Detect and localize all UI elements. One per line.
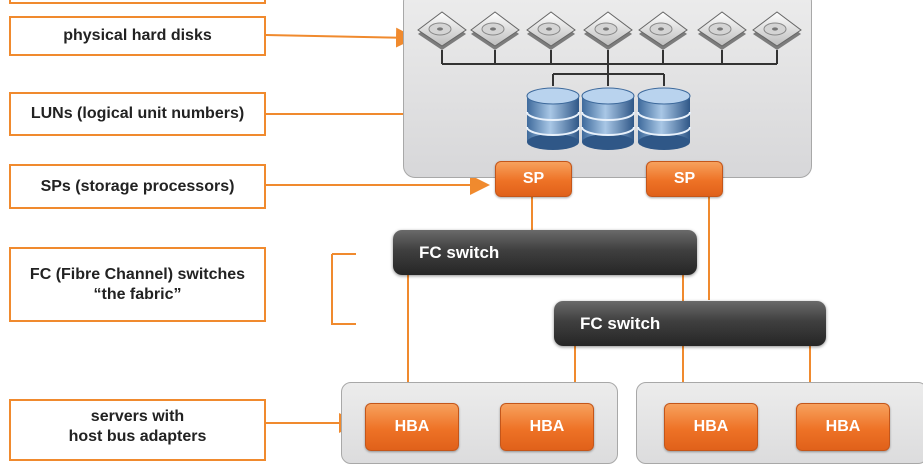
arrow-disks: [265, 27, 416, 48]
label-servers-line2: host bus adapters: [68, 428, 207, 445]
hard-disk-icon: [638, 11, 688, 50]
label-servers-line1: servers with: [90, 408, 185, 425]
storage-processor-1: SP: [495, 161, 572, 197]
hard-disk-icon: [526, 11, 576, 50]
storage-processor-2: SP: [646, 161, 723, 197]
hba-1: HBA: [365, 403, 459, 451]
label-physical-hard-disks-text: physical hard disks: [63, 27, 212, 44]
label-fc-switches-line1: FC (Fibre Channel) switches: [29, 265, 246, 283]
label-fc-switches: FC (Fibre Channel) switches “the fabric”: [9, 247, 266, 322]
fabric-bracket: [331, 253, 356, 325]
hard-disk-icon: [470, 11, 520, 50]
hard-disk-icon: [752, 11, 802, 50]
label-physical-hard-disks: physical hard disks: [9, 16, 266, 56]
label-luns: LUNs (logical unit numbers): [9, 92, 266, 136]
label-box-top: [9, 0, 266, 4]
hard-disk-icon: [697, 11, 747, 50]
connection-lines: [265, 27, 811, 433]
database-cylinder-icon: [526, 87, 580, 150]
label-sps-text: SPs (storage processors): [40, 177, 235, 195]
fc-switch-1: FC switch: [393, 230, 697, 275]
fc-switch-2: FC switch: [554, 301, 826, 346]
hba-4: HBA: [796, 403, 890, 451]
label-sps: SPs (storage processors): [9, 164, 266, 209]
hba-2: HBA: [500, 403, 594, 451]
hard-disk-icon: [583, 11, 633, 50]
label-fc-switches-line2: “the fabric”: [93, 285, 182, 303]
hard-disk-icon: [417, 11, 467, 50]
label-luns-text: LUNs (logical unit numbers): [30, 105, 245, 122]
hba-3: HBA: [664, 403, 758, 451]
database-cylinder-icon: [637, 87, 691, 150]
database-cylinder-icon: [581, 87, 635, 150]
storage-internals: [417, 11, 802, 150]
